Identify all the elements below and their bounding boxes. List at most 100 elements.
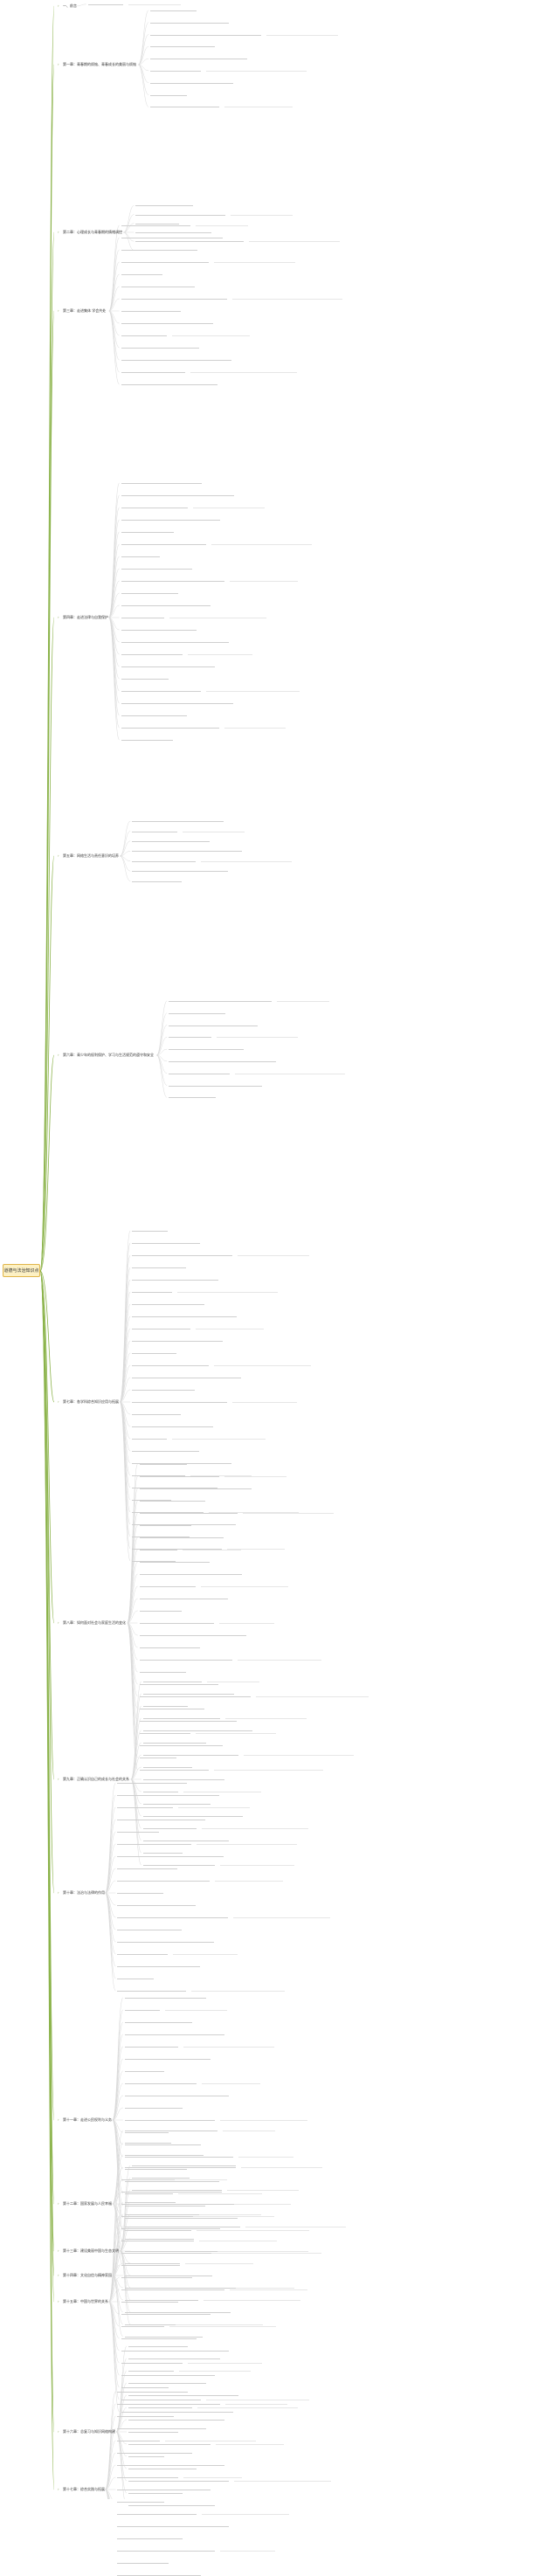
leaf-node[interactable] <box>121 520 220 521</box>
sub-leaf-node[interactable] <box>219 1865 294 1866</box>
leaf-node[interactable] <box>121 2375 215 2376</box>
sub-leaf-node[interactable] <box>216 2444 284 2445</box>
leaf-node[interactable] <box>169 1037 212 1039</box>
leaf-node[interactable] <box>132 840 210 842</box>
leaf-node[interactable] <box>121 569 192 570</box>
leaf-node[interactable] <box>169 1000 273 1002</box>
sub-leaf-node[interactable] <box>238 2157 293 2158</box>
leaf-node[interactable] <box>117 1954 169 1955</box>
sub-leaf-node[interactable] <box>128 3 181 5</box>
leaf-node[interactable] <box>117 1844 192 1845</box>
leaf-node[interactable] <box>124 2202 162 2203</box>
leaf-node[interactable] <box>121 605 210 606</box>
leaf-node[interactable] <box>87 3 123 5</box>
leaf-node[interactable] <box>139 1611 182 1612</box>
leaf-node[interactable] <box>117 1856 224 1857</box>
leaf-node[interactable] <box>117 1966 201 1967</box>
leaf-node[interactable] <box>135 241 245 243</box>
sub-leaf-node[interactable] <box>243 1755 354 1756</box>
leaf-node[interactable] <box>142 1718 220 1719</box>
chevron-right-icon[interactable]: › <box>58 3 59 8</box>
sub-leaf-node[interactable] <box>206 70 307 72</box>
leaf-node[interactable] <box>121 2289 224 2290</box>
leaf-node[interactable] <box>139 1574 242 1575</box>
leaf-node[interactable] <box>132 1243 201 1244</box>
leaf-node[interactable] <box>132 2190 223 2191</box>
sub-leaf-node[interactable] <box>219 2120 307 2121</box>
leaf-node[interactable] <box>132 1439 168 1440</box>
leaf-node[interactable] <box>132 1500 172 1501</box>
chapter-node[interactable]: ›第五章：网络生活与责任意识的培养 <box>58 853 119 859</box>
leaf-node[interactable] <box>117 1917 229 1918</box>
sub-leaf-node[interactable] <box>237 1660 321 1661</box>
leaf-node[interactable] <box>142 1840 229 1841</box>
chapter-node[interactable]: ›第一章：青春期的烦恼、青春成长的美丽与烦恼 <box>58 62 136 67</box>
sub-leaf-node[interactable] <box>190 1475 252 1476</box>
leaf-node[interactable] <box>121 360 231 361</box>
leaf-node[interactable] <box>124 2120 215 2121</box>
sub-leaf-node[interactable] <box>169 2326 276 2327</box>
leaf-node[interactable] <box>128 2420 224 2421</box>
chapter-node[interactable]: ›第三章：走进集体 学会共处 <box>58 308 106 314</box>
leaf-node[interactable] <box>121 556 160 557</box>
leaf-node[interactable] <box>121 740 173 741</box>
leaf-node[interactable] <box>121 2363 183 2364</box>
leaf-node[interactable] <box>124 1998 206 1999</box>
leaf-node[interactable] <box>128 2358 220 2359</box>
sub-leaf-node[interactable] <box>255 1696 369 1697</box>
leaf-node[interactable] <box>132 1316 238 1317</box>
sub-leaf-node[interactable] <box>183 2047 274 2048</box>
leaf-node[interactable] <box>121 335 167 336</box>
leaf-node[interactable] <box>121 654 183 655</box>
sub-leaf-node[interactable] <box>266 34 339 36</box>
leaf-node[interactable] <box>142 1743 206 1744</box>
leaf-node[interactable] <box>124 2239 180 2240</box>
chevron-right-icon[interactable]: › <box>58 2299 59 2303</box>
leaf-node[interactable] <box>117 1881 210 1882</box>
leaf-node[interactable] <box>132 1426 214 1427</box>
leaf-node[interactable] <box>121 691 201 692</box>
leaf-node[interactable] <box>132 1524 237 1525</box>
leaf-node[interactable] <box>121 581 224 582</box>
leaf-node[interactable] <box>124 2083 197 2084</box>
sub-leaf-node[interactable] <box>210 2253 321 2254</box>
leaf-node[interactable] <box>121 532 174 533</box>
sub-leaf-node[interactable] <box>224 1718 307 1719</box>
leaf-node[interactable] <box>135 214 226 216</box>
chevron-right-icon[interactable]: › <box>58 2248 59 2253</box>
leaf-node[interactable] <box>124 2034 224 2035</box>
chapter-node[interactable]: ›第六章：青少年的权利保护、学习与生活规范的遵守和安全 <box>58 1053 154 1058</box>
leaf-node[interactable] <box>132 851 243 853</box>
leaf-node[interactable] <box>150 34 262 36</box>
leaf-node[interactable] <box>128 2432 178 2433</box>
leaf-node[interactable] <box>150 94 188 96</box>
sub-leaf-node[interactable] <box>277 1000 330 1002</box>
sub-leaf-node[interactable] <box>187 654 252 655</box>
chevron-right-icon[interactable]: › <box>58 2117 59 2122</box>
sub-leaf-node[interactable] <box>183 2477 243 2478</box>
sub-leaf-node[interactable] <box>231 214 293 216</box>
leaf-node[interactable] <box>139 1464 187 1465</box>
sub-leaf-node[interactable] <box>202 2514 290 2515</box>
leaf-node[interactable] <box>117 2465 225 2466</box>
leaf-node[interactable] <box>117 2477 179 2478</box>
sub-leaf-node[interactable] <box>197 1844 298 1845</box>
root-node[interactable]: 道德与法治知识点 <box>3 1264 40 1277</box>
sub-leaf-node[interactable] <box>171 335 250 336</box>
sub-leaf-node[interactable] <box>164 2010 227 2011</box>
leaf-node[interactable] <box>117 2563 169 2564</box>
leaf-node[interactable] <box>124 2010 160 2011</box>
sub-leaf-node[interactable] <box>192 2216 274 2217</box>
leaf-node[interactable] <box>142 1694 234 1695</box>
leaf-node[interactable] <box>132 871 229 873</box>
chapter-node[interactable]: ›第十四章：文化自信与精神家园 <box>58 2273 112 2278</box>
leaf-node[interactable] <box>117 1991 187 1992</box>
leaf-node[interactable] <box>169 1049 245 1051</box>
leaf-node[interactable] <box>142 1816 243 1817</box>
leaf-node[interactable] <box>124 2206 205 2207</box>
chapter-node[interactable]: ›第十五章：中国与世界的关系 <box>58 2299 108 2304</box>
chapter-node[interactable]: ›一、前言 <box>58 3 77 9</box>
leaf-node[interactable] <box>128 2493 183 2494</box>
leaf-node[interactable] <box>124 2143 171 2144</box>
sub-leaf-node[interactable] <box>224 1476 286 1477</box>
